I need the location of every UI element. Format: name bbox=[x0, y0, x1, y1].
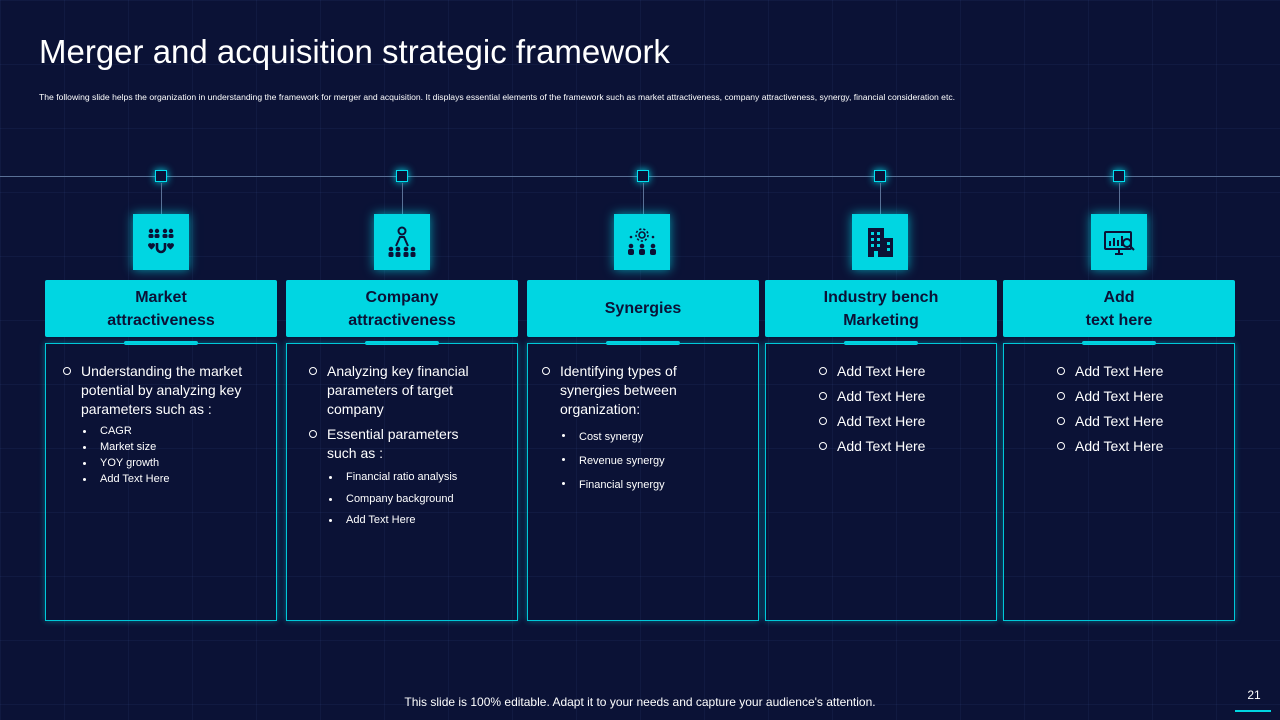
column-list: Understanding the market potential by an… bbox=[63, 362, 263, 493]
monitor-analytics-icon bbox=[1104, 231, 1135, 255]
sub-list-item: Financial synergy bbox=[560, 473, 722, 497]
people-magnet-icon bbox=[148, 228, 174, 254]
list-item: Add Text Here bbox=[1057, 362, 1217, 381]
timeline-stem bbox=[643, 183, 644, 214]
list-item: Add Text Here bbox=[819, 387, 979, 406]
sub-list-item: CAGR bbox=[81, 423, 263, 439]
framework-column-add-text: Add text here Add Text Here Add Text Her… bbox=[1003, 0, 1235, 720]
list-item: Identifying types of synergies between o… bbox=[542, 362, 722, 497]
sub-list-item: Company background bbox=[327, 489, 489, 511]
office-building-icon bbox=[868, 228, 893, 257]
list-item: Essential parameters such as : Financial… bbox=[309, 425, 489, 532]
icon-tile bbox=[1091, 214, 1147, 270]
list-item: Add Text Here bbox=[819, 412, 979, 431]
column-list: Add Text Here Add Text Here Add Text Her… bbox=[1057, 362, 1217, 462]
icon-tile bbox=[614, 214, 670, 270]
list-item: Add Text Here bbox=[819, 437, 979, 456]
column-body: Identifying types of synergies between o… bbox=[527, 343, 759, 621]
icon-tile bbox=[852, 214, 908, 270]
footer-note: This slide is 100% editable. Adapt it to… bbox=[404, 695, 876, 709]
column-body: Add Text Here Add Text Here Add Text Her… bbox=[765, 343, 997, 621]
page-number: 21 bbox=[1247, 688, 1261, 702]
column-list: Add Text Here Add Text Here Add Text Her… bbox=[819, 362, 979, 462]
timeline-node bbox=[874, 170, 886, 182]
column-body: Understanding the market potential by an… bbox=[45, 343, 277, 621]
timeline-stem bbox=[161, 183, 162, 214]
list-item: Add Text Here bbox=[1057, 412, 1217, 431]
list-item: Add Text Here bbox=[1057, 437, 1217, 456]
sub-list-item: Revenue synergy bbox=[560, 449, 722, 473]
timeline-node bbox=[1113, 170, 1125, 182]
column-heading: Company attractiveness bbox=[286, 280, 518, 337]
page-number-underline bbox=[1235, 710, 1271, 712]
timeline-stem bbox=[402, 183, 403, 214]
sub-list: Cost synergy Revenue synergy Financial s… bbox=[560, 425, 722, 497]
framework-column-market: Market attractiveness Understanding the … bbox=[45, 0, 277, 720]
list-item: Understanding the market potential by an… bbox=[63, 362, 263, 487]
column-list: Analyzing key financial parameters of ta… bbox=[309, 362, 489, 538]
timeline-node bbox=[637, 170, 649, 182]
sub-list: Financial ratio analysis Company backgro… bbox=[327, 467, 489, 532]
column-body: Analyzing key financial parameters of ta… bbox=[286, 343, 518, 621]
slide-subtitle: The following slide helps the organizati… bbox=[39, 92, 956, 102]
sub-list-item: Financial ratio analysis bbox=[327, 467, 489, 489]
column-heading: Synergies bbox=[527, 280, 759, 337]
sub-list-item: Cost synergy bbox=[560, 425, 722, 449]
list-item: Add Text Here bbox=[819, 362, 979, 381]
slide-title: Merger and acquisition strategic framewo… bbox=[39, 33, 670, 70]
icon-tile bbox=[374, 214, 430, 270]
framework-column-industry: Industry bench Marketing Add Text Here A… bbox=[765, 0, 997, 720]
framework-column-synergies: Synergies Identifying types of synergies… bbox=[527, 0, 759, 720]
sub-list-item: Market size bbox=[81, 439, 263, 455]
column-heading: Add text here bbox=[1003, 280, 1235, 337]
icon-tile bbox=[133, 214, 189, 270]
timeline-stem bbox=[880, 183, 881, 214]
timeline-node bbox=[396, 170, 408, 182]
sub-list-item: Add Text Here bbox=[327, 510, 489, 532]
column-heading: Industry bench Marketing bbox=[765, 280, 997, 337]
column-list: Identifying types of synergies between o… bbox=[542, 362, 722, 503]
team-gear-icon bbox=[628, 228, 656, 255]
sub-list: CAGR Market size YOY growth Add Text Her… bbox=[81, 423, 263, 487]
sub-list-item: Add Text Here bbox=[81, 471, 263, 487]
list-item: Analyzing key financial parameters of ta… bbox=[309, 362, 489, 419]
timeline-stem bbox=[1119, 183, 1120, 214]
leader-team-icon bbox=[388, 226, 416, 257]
timeline-node bbox=[155, 170, 167, 182]
column-heading: Market attractiveness bbox=[45, 280, 277, 337]
list-item: Add Text Here bbox=[1057, 387, 1217, 406]
column-body: Add Text Here Add Text Here Add Text Her… bbox=[1003, 343, 1235, 621]
framework-column-company: Company attractiveness Analyzing key fin… bbox=[286, 0, 518, 720]
sub-list-item: YOY growth bbox=[81, 455, 263, 471]
